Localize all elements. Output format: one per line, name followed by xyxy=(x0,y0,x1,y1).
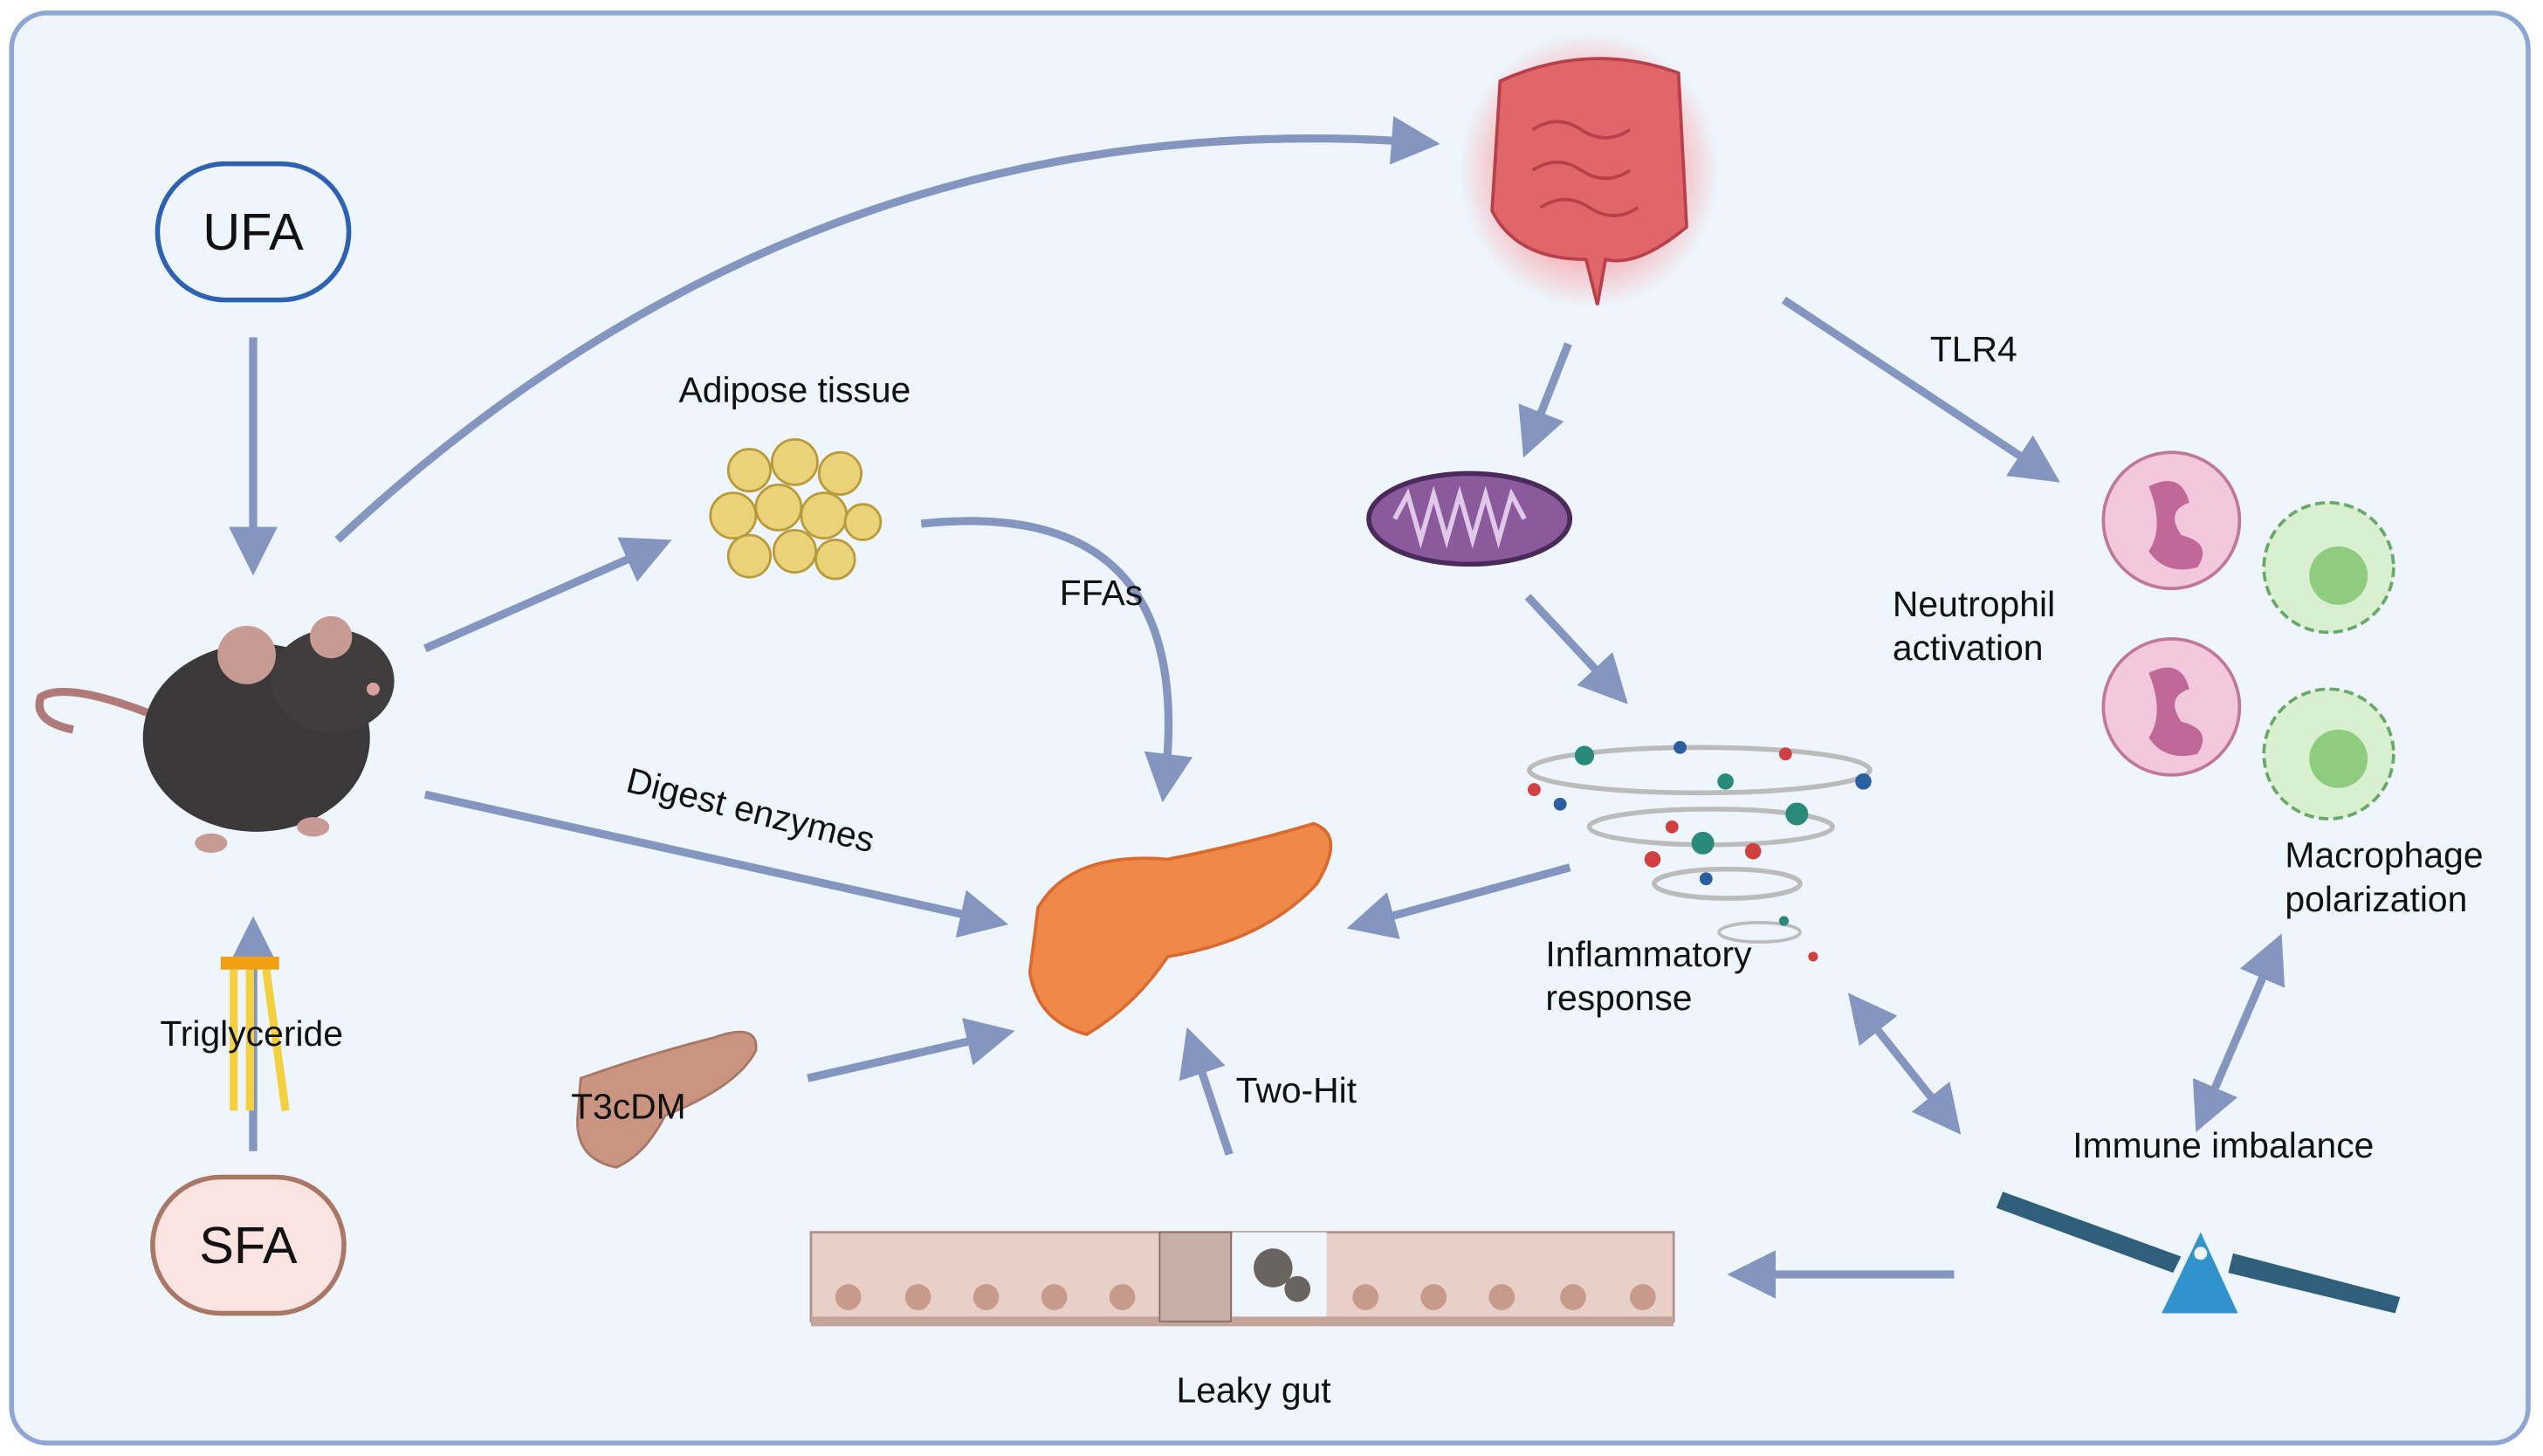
seesaw-icon xyxy=(1996,1192,2401,1314)
inflammatory-label-line2: response xyxy=(1545,978,1692,1018)
two-hit-label: Two-Hit xyxy=(1236,1070,1357,1110)
arrow-immune-macrophage xyxy=(2192,933,2285,1133)
arrow-inflammatory-pancreas xyxy=(1346,863,1571,939)
leaky-gut-label: Leaky gut xyxy=(1176,1370,1331,1411)
neutrophil-illustration xyxy=(2101,450,2242,777)
tlr4-label: TLR4 xyxy=(1930,329,2017,369)
neutrophil-label-line2: activation xyxy=(1893,628,2044,668)
arrow-mouse-adipose xyxy=(423,537,672,653)
mouse-illustration xyxy=(35,615,395,854)
sfa-node: SFA xyxy=(150,1174,347,1316)
arrow-immune-inflammatory xyxy=(1847,992,1962,1135)
arrow-mito-inflammatory xyxy=(1524,594,1628,704)
arrow-intestine-mito xyxy=(1518,342,1572,458)
arrow-tlr4 xyxy=(1781,296,2060,483)
t3cdm-pancreas-illustration xyxy=(576,1030,758,1169)
immune-imbalance-label: Immune imbalance xyxy=(2072,1125,2374,1165)
triglyceride-label: Triglyceride xyxy=(160,1013,343,1054)
arrow-mouse-intestine xyxy=(334,115,1440,543)
cytokine-storm-illustration xyxy=(1527,740,1873,962)
leaky-gut-illustration xyxy=(809,1231,1675,1327)
pancreas-illustration xyxy=(1028,821,1333,1037)
ufa-node: UFA xyxy=(155,161,352,303)
macrophage-label-line2: polarization xyxy=(2285,879,2467,919)
macrophage-illustration xyxy=(2262,500,2395,821)
macrophage-label-line1: Macrophage xyxy=(2285,835,2483,876)
arrows xyxy=(229,115,2285,1299)
adipose-label: Adipose tissue xyxy=(679,370,911,410)
arrow-t3cdm xyxy=(807,1018,1015,1082)
arrow-ffas xyxy=(920,517,1193,803)
arrow-digest xyxy=(423,790,1009,938)
triglyceride-icon xyxy=(220,956,290,1111)
ffas-label: FFAs xyxy=(1060,573,1143,613)
t3cdm-label: T3cDM xyxy=(571,1087,686,1127)
adipose-tissue-illustration xyxy=(709,437,883,580)
neutrophil-label-line1: Neutrophil xyxy=(1893,584,2055,624)
inflammatory-label-line1: Inflammatory xyxy=(1545,934,1752,974)
ufa-label: UFA xyxy=(203,203,304,261)
sfa-label: SFA xyxy=(199,1216,298,1274)
intestine-illustration xyxy=(1459,32,1720,308)
arrow-two-hit xyxy=(1179,1027,1234,1156)
mitochondrion-illustration xyxy=(1366,470,1573,567)
